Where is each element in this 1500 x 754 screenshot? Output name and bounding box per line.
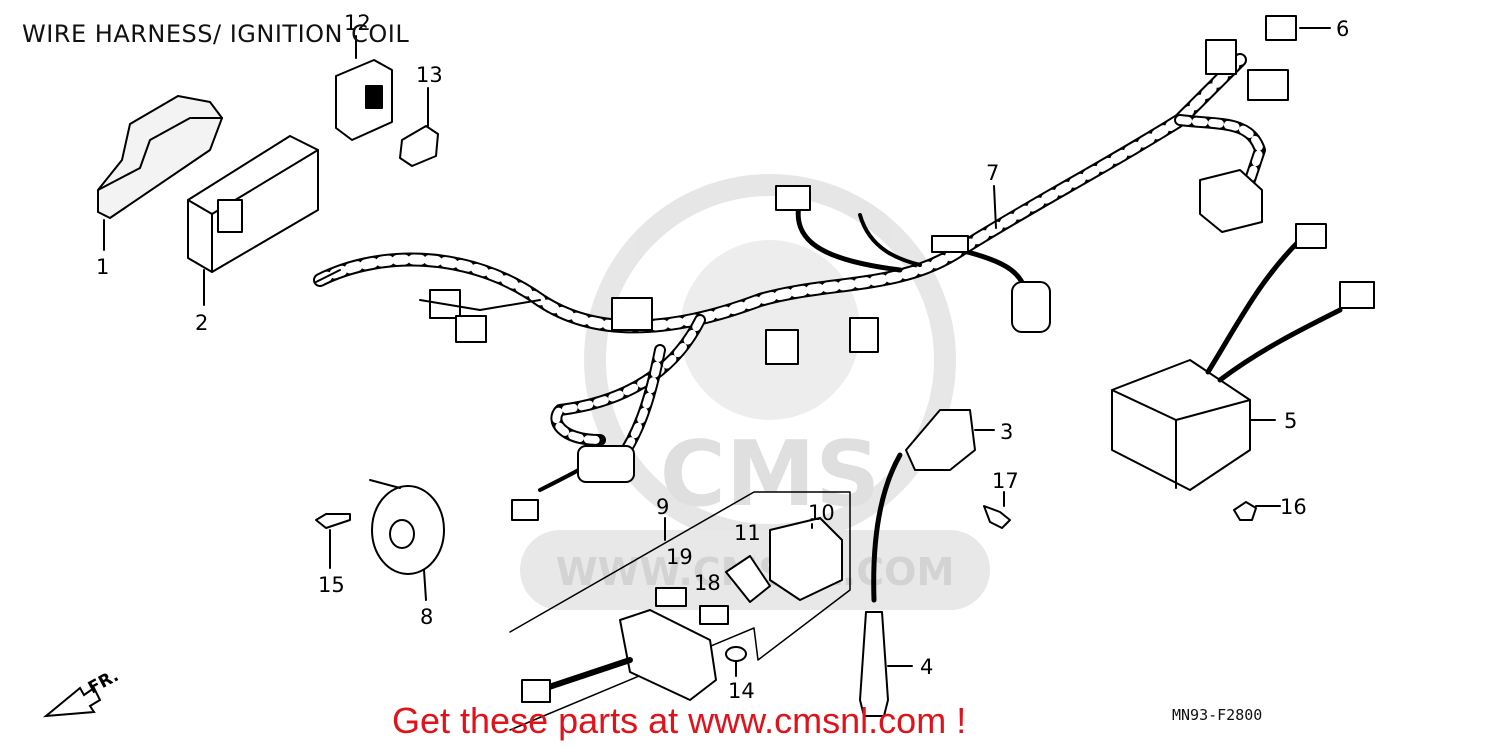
part-17-bolt[interactable] xyxy=(983,491,1011,529)
label-9: 9 xyxy=(656,495,669,519)
label-4: 4 xyxy=(920,655,933,679)
part-3-ignition-coil[interactable] xyxy=(871,409,995,603)
label-12: 12 xyxy=(344,11,371,35)
label-10: 10 xyxy=(808,501,835,525)
part-7-wire-harness[interactable] xyxy=(313,39,1289,521)
part-18-connector[interactable] xyxy=(699,605,729,625)
part-4-plug-cap[interactable] xyxy=(859,611,913,717)
watermark-logo: CMS WWW.CMSNL.COM xyxy=(520,174,990,610)
label-16: 16 xyxy=(1280,495,1307,519)
part-1-bracket[interactable] xyxy=(97,95,223,251)
part-19-connector[interactable] xyxy=(655,587,687,607)
part-9-relay-unit[interactable] xyxy=(521,609,717,703)
label-1: 1 xyxy=(96,255,109,279)
promo-link[interactable]: Get these parts at www.cmsnl.com ! xyxy=(392,700,967,741)
part-8-horn[interactable] xyxy=(369,479,445,601)
label-5: 5 xyxy=(1284,409,1297,433)
front-direction-arrow: FR. xyxy=(42,666,122,718)
label-11: 11 xyxy=(734,521,761,545)
part-15-bolt[interactable] xyxy=(315,513,351,569)
diagram-code: MN93-F2800 xyxy=(1172,706,1263,724)
watermark-logo-text: CMS xyxy=(660,422,880,527)
label-8: 8 xyxy=(420,605,433,629)
label-13: 13 xyxy=(416,63,443,87)
label-7: 7 xyxy=(986,161,999,185)
label-17: 17 xyxy=(992,469,1019,493)
label-2: 2 xyxy=(195,311,208,335)
part-2-cdi-unit[interactable] xyxy=(187,135,319,306)
page-title: WIRE HARNESS/ IGNITION COIL xyxy=(22,20,410,48)
part-9-assembly-frame xyxy=(509,491,851,731)
label-19: 19 xyxy=(666,545,693,569)
label-15: 15 xyxy=(318,573,345,597)
label-6: 6 xyxy=(1336,17,1349,41)
part-10-cover[interactable] xyxy=(769,517,843,601)
part-6-connector[interactable] xyxy=(1265,15,1331,41)
label-18: 18 xyxy=(694,571,721,595)
part-11-plate[interactable] xyxy=(725,555,771,603)
part-14-bolt[interactable] xyxy=(725,646,747,677)
label-14: 14 xyxy=(728,679,755,703)
part-16-bolt[interactable] xyxy=(1233,501,1281,521)
part-number-labels: 1 2 3 4 5 6 7 8 9 10 11 12 13 14 15 16 1… xyxy=(96,11,1349,703)
part-5-regulator[interactable] xyxy=(1111,223,1375,491)
part-13-clip[interactable] xyxy=(399,87,439,167)
label-3: 3 xyxy=(1000,420,1013,444)
part-12-relay[interactable] xyxy=(335,35,393,141)
